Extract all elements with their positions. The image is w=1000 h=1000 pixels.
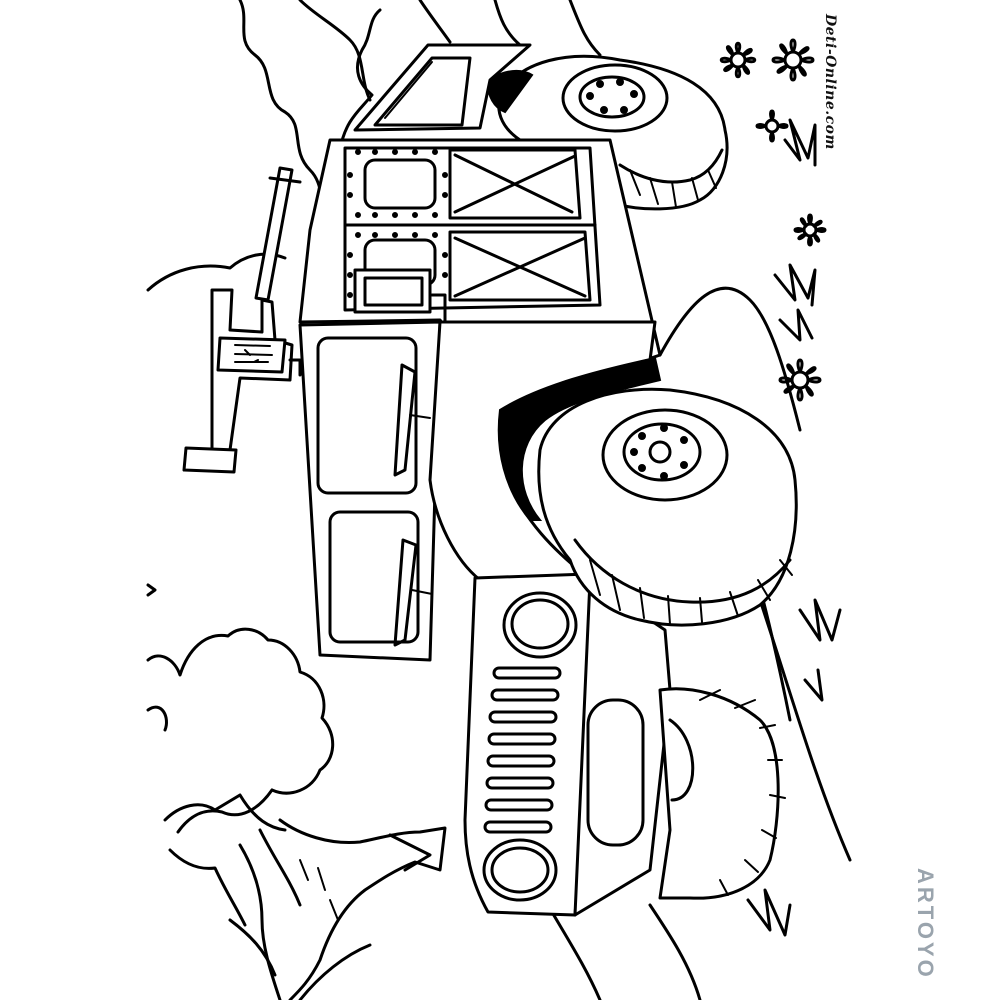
grass-tuft [798, 598, 842, 642]
vent-panel [448, 148, 582, 220]
jeep-body [298, 43, 672, 917]
rivets [347, 149, 448, 298]
flower-icon [755, 109, 789, 143]
flower-icon [778, 358, 822, 402]
vent-panel [448, 230, 592, 302]
door-handle [393, 538, 418, 647]
front-wheel [537, 387, 798, 627]
brand-watermark: ARTOYO [913, 868, 938, 980]
wheel-arch-shadow [497, 356, 662, 521]
door-window-rear [328, 510, 420, 644]
tree-canopy-outline [146, 627, 335, 795]
rear-wheel [485, 54, 729, 211]
door-handle [393, 363, 417, 477]
headlight-icon [482, 838, 558, 902]
grass-tuft [773, 263, 817, 307]
grass-tuft [746, 888, 792, 937]
rear-window-frame [353, 43, 532, 132]
tree-branch [176, 788, 274, 834]
fender-panel [586, 698, 645, 847]
gun-stand [182, 446, 238, 474]
front-right-wheel [658, 687, 786, 900]
mounted-machine-gun [182, 166, 302, 474]
right-hill [658, 286, 802, 432]
front-tree [146, 627, 447, 1000]
site-watermark: Deti-Online.com [822, 14, 838, 150]
grass-tuft [778, 308, 814, 342]
grass-tuft [783, 118, 817, 167]
door-window-front [316, 336, 418, 495]
flower-icon [719, 41, 757, 79]
gun-barrel [254, 166, 294, 302]
grille-slats [483, 666, 562, 834]
road-right-edge [758, 598, 852, 862]
flower-icon [771, 38, 815, 82]
grass-tuft [803, 668, 824, 702]
flower-icon [793, 213, 827, 247]
flowers [719, 38, 842, 937]
storage-box [353, 268, 432, 314]
tree-trunk [278, 818, 447, 1000]
